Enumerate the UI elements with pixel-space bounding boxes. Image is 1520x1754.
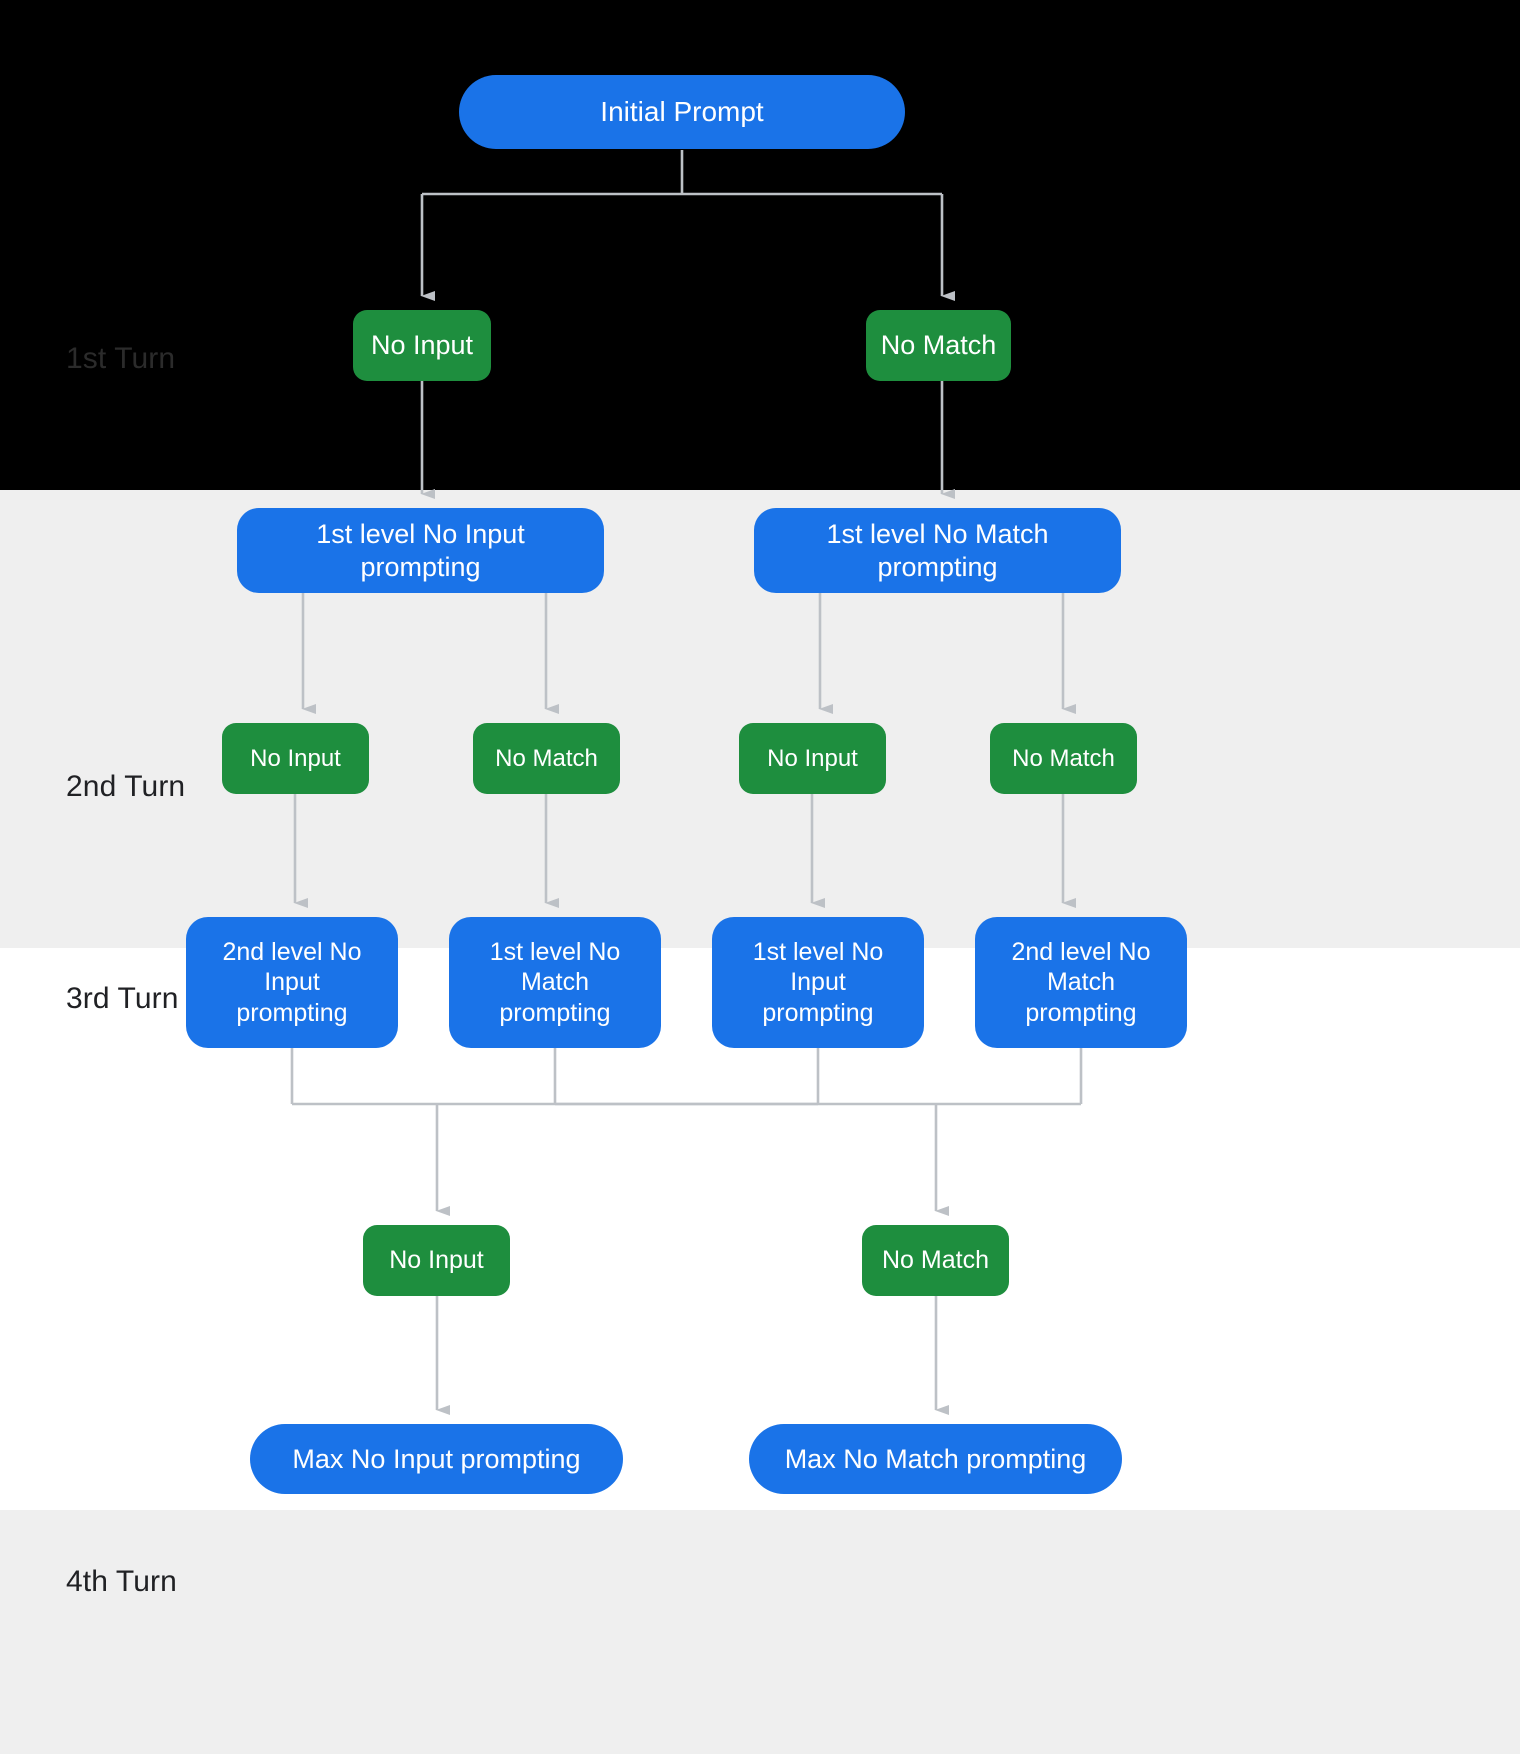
turn-label-1st: 1st Turn xyxy=(66,342,176,375)
node-turn2-first-level-no-match-prompting[interactable]: 1st level No Match prompting xyxy=(754,508,1121,593)
node-turn3-first-level-no-input-prompting[interactable]: 1st level No Input prompting xyxy=(712,917,924,1048)
turn-label-2nd: 2nd Turn xyxy=(66,770,186,803)
node-turn2-no-input-left[interactable]: No Input xyxy=(222,723,369,794)
node-turn3-no-match[interactable]: No Match xyxy=(862,1225,1009,1296)
node-initial-prompt[interactable]: Initial Prompt xyxy=(459,75,905,149)
node-turn2-first-level-no-input-prompting[interactable]: 1st level No Input prompting xyxy=(237,508,604,593)
node-turn2-no-match-right[interactable]: No Match xyxy=(990,723,1137,794)
node-turn4-max-no-input-prompting[interactable]: Max No Input prompting xyxy=(250,1424,623,1494)
node-turn2-no-input-right[interactable]: No Input xyxy=(739,723,886,794)
turn-label-4th: 4th Turn xyxy=(66,1565,177,1598)
node-turn3-second-level-no-input-prompting[interactable]: 2nd level No Input prompting xyxy=(186,917,398,1048)
node-turn3-no-input[interactable]: No Input xyxy=(363,1225,510,1296)
node-turn4-max-no-match-prompting[interactable]: Max No Match prompting xyxy=(749,1424,1122,1494)
node-turn1-no-input[interactable]: No Input xyxy=(353,310,491,381)
turn-band-1 xyxy=(0,0,1520,490)
node-turn1-no-match[interactable]: No Match xyxy=(866,310,1011,381)
turn-band-4 xyxy=(0,1510,1520,1754)
node-turn3-first-level-no-match-prompting[interactable]: 1st level No Match prompting xyxy=(449,917,661,1048)
turn-label-3rd: 3rd Turn xyxy=(66,982,179,1015)
node-turn3-second-level-no-match-prompting[interactable]: 2nd level No Match prompting xyxy=(975,917,1187,1048)
node-turn2-no-match-left[interactable]: No Match xyxy=(473,723,620,794)
